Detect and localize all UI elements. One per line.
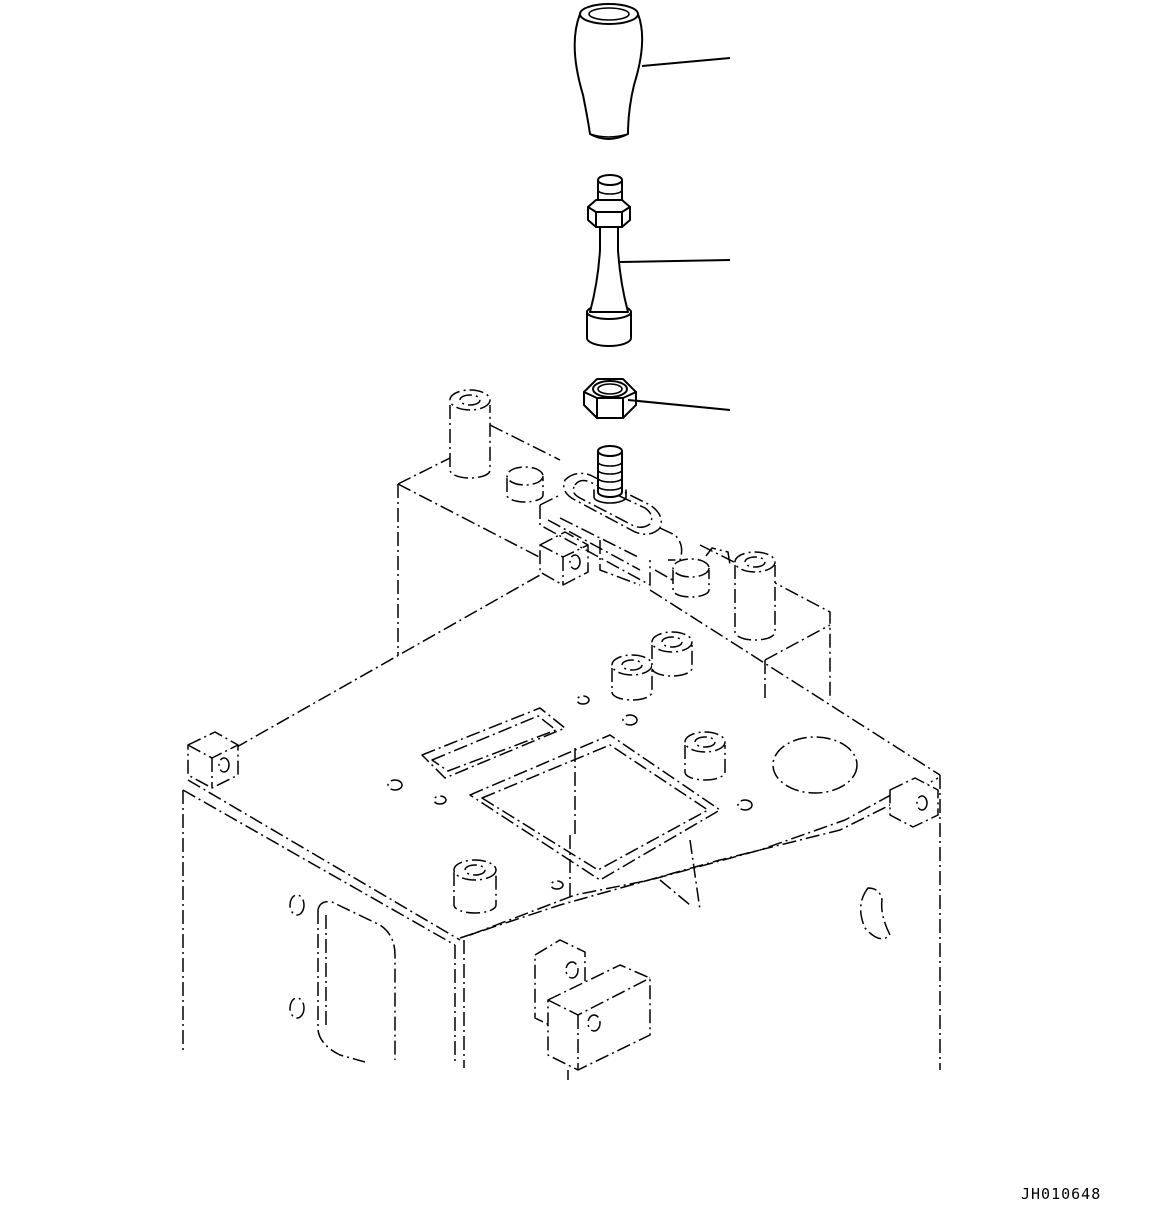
- console-bosses: [449, 389, 776, 914]
- lever-bracket: [539, 472, 731, 586]
- threaded-stud: [593, 445, 627, 504]
- lever-shaft-icon: [586, 174, 632, 347]
- lever-leader-line: [619, 259, 731, 263]
- nut-leader-line: [627, 399, 731, 411]
- drawing-number: JH010648: [1021, 1185, 1102, 1203]
- lever-knob-icon: [573, 3, 644, 140]
- console-housing: [182, 424, 941, 1080]
- hex-nut-icon: [583, 378, 637, 419]
- leader-lines: [619, 57, 731, 411]
- knob-leader-line: [641, 57, 731, 67]
